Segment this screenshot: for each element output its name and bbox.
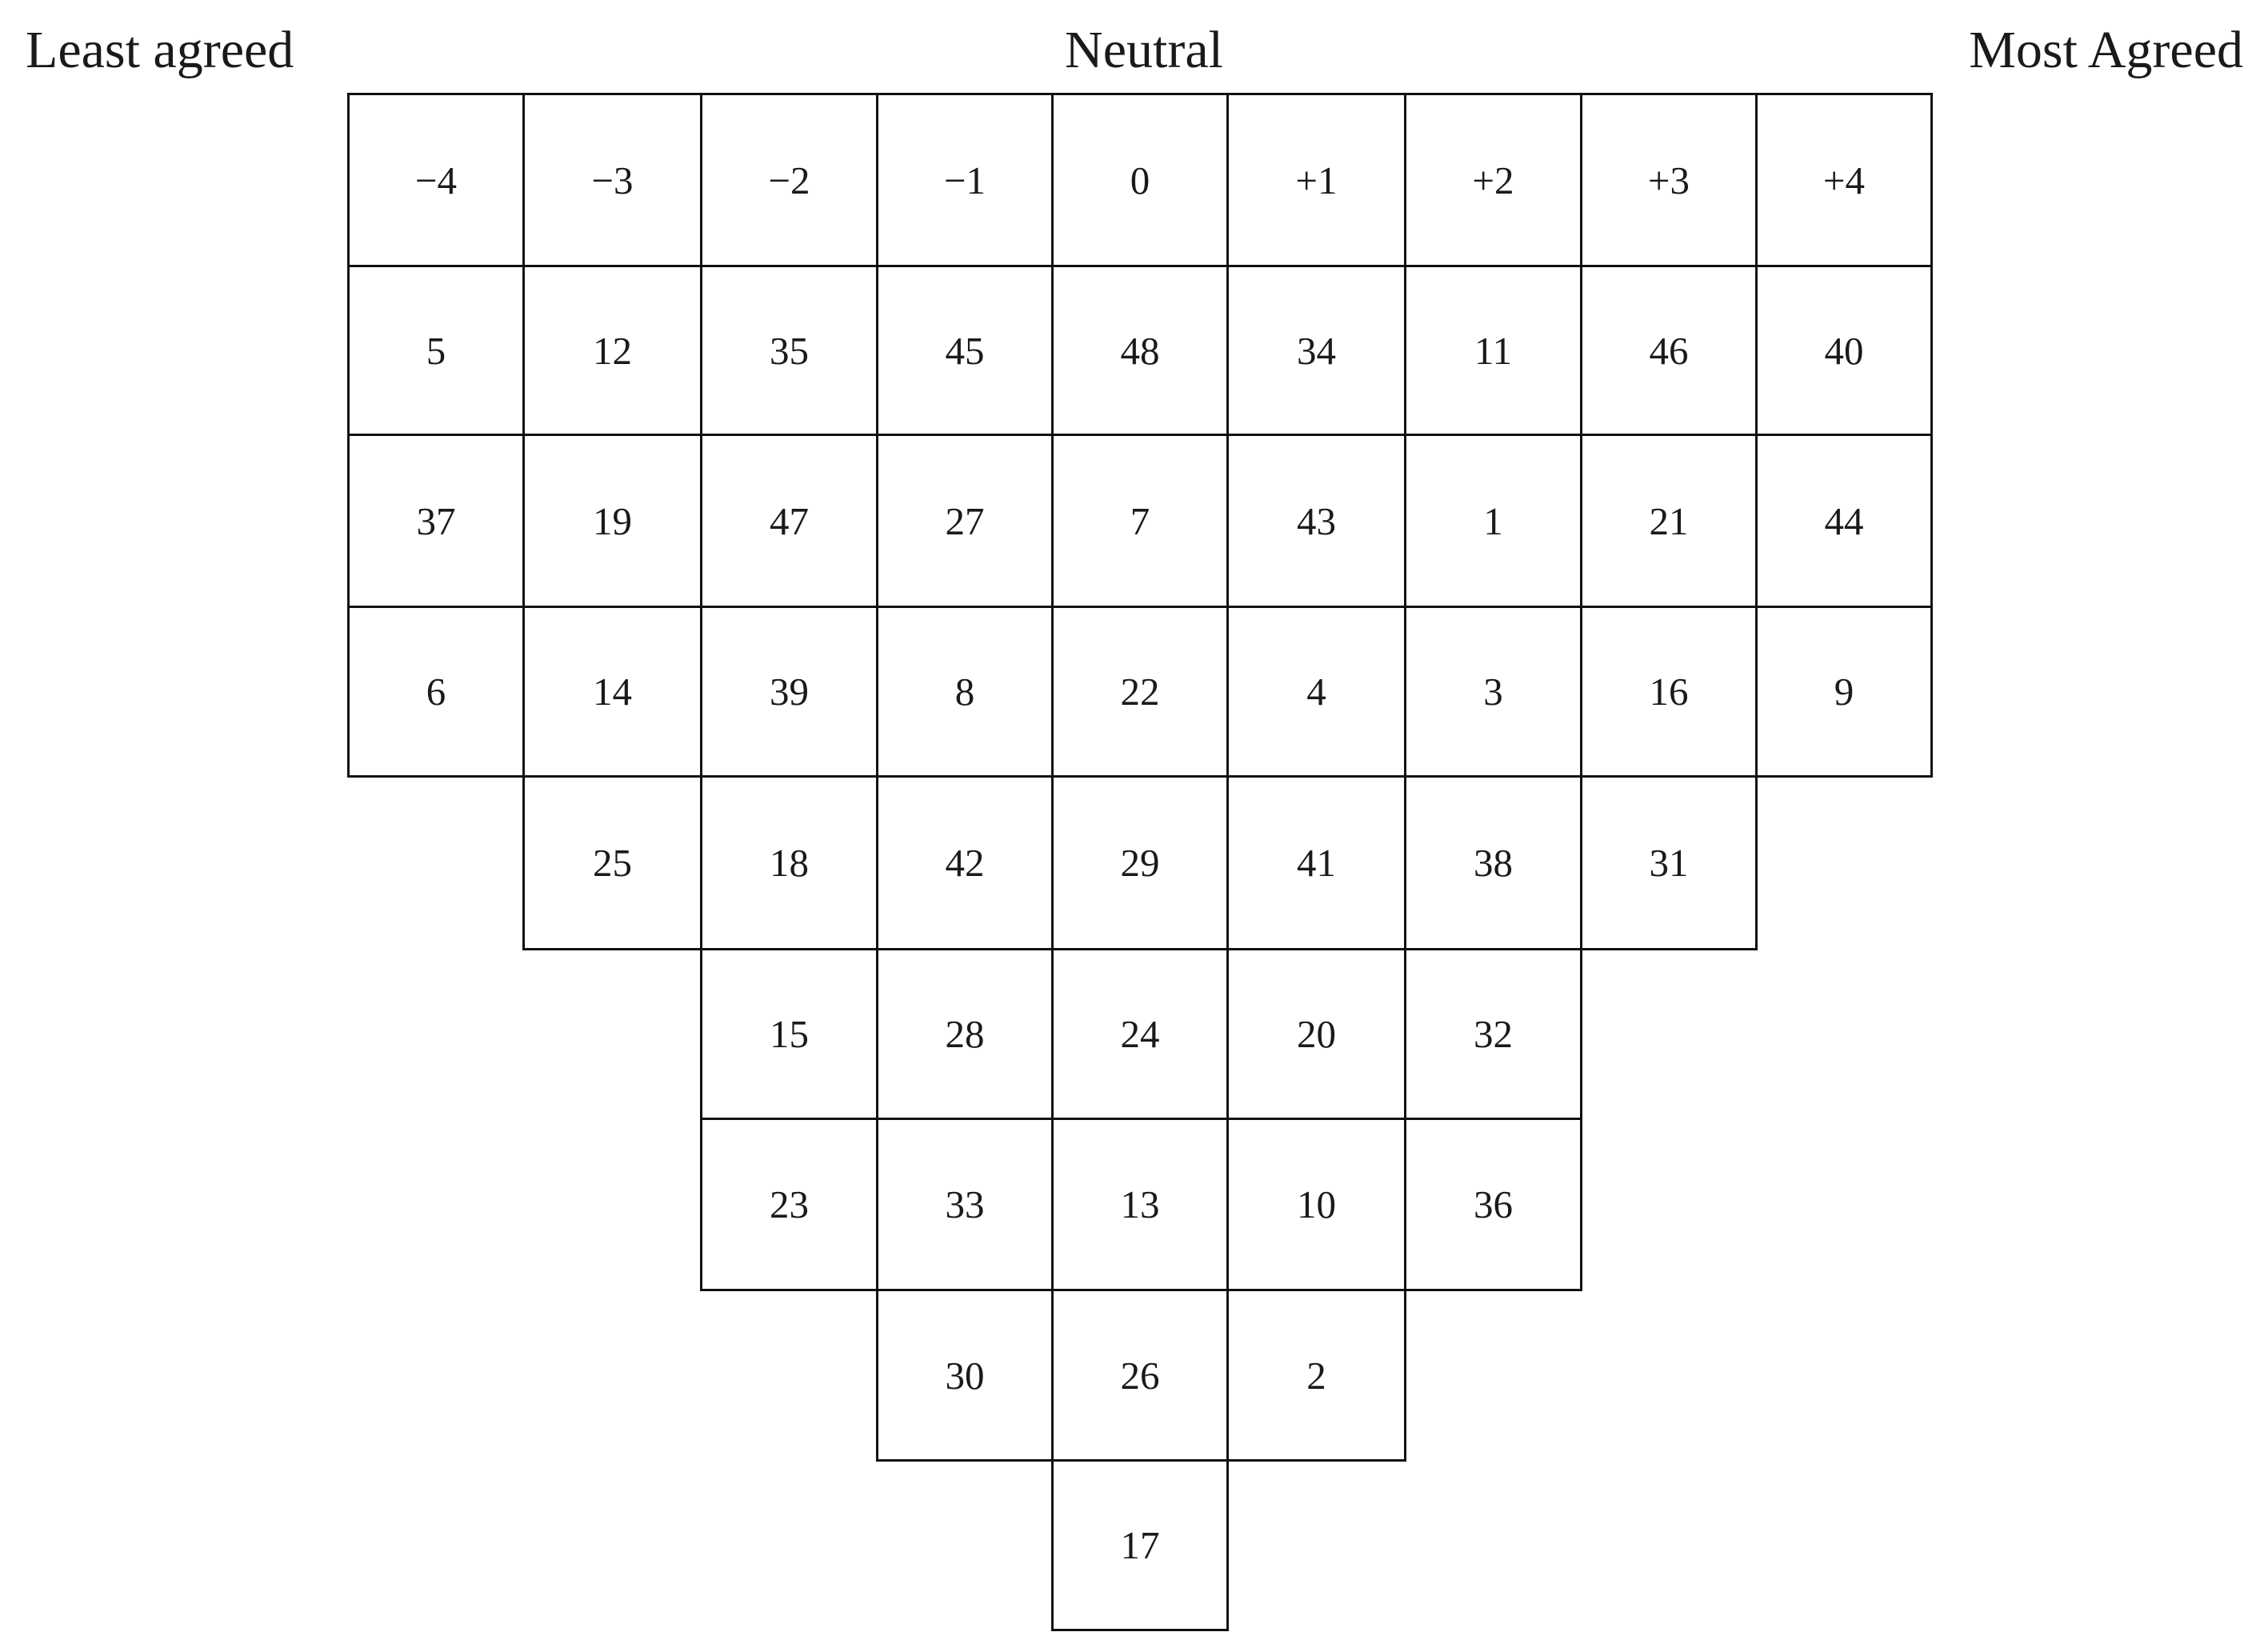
statement-cell: 29 xyxy=(1051,775,1229,950)
statement-cell: 33 xyxy=(876,1118,1054,1291)
statement-cell: 6 xyxy=(347,606,525,778)
statement-cell: 14 xyxy=(522,606,702,778)
neutral-label: Neutral xyxy=(1065,21,1223,79)
statement-cell: 39 xyxy=(700,606,878,778)
statement-cell: 10 xyxy=(1226,1118,1406,1291)
statement-cell: 3 xyxy=(1404,606,1582,778)
statement-cell: 25 xyxy=(522,775,702,950)
least-agreed-label: Least agreed xyxy=(26,21,294,79)
statement-cell: 4 xyxy=(1226,606,1406,778)
statement-cell: 28 xyxy=(876,948,1054,1120)
statement-cell: 18 xyxy=(700,775,878,950)
statement-cell: 48 xyxy=(1051,265,1229,436)
statement-cell: 27 xyxy=(876,434,1054,608)
statement-cell: 9 xyxy=(1755,606,1933,778)
statement-cell: 20 xyxy=(1226,948,1406,1120)
most-agreed-label: Most Agreed xyxy=(1969,21,2243,79)
statement-cell: 35 xyxy=(700,265,878,436)
statement-cell: 46 xyxy=(1580,265,1758,436)
statement-cell: 47 xyxy=(700,434,878,608)
score-header-cell: −4 xyxy=(347,93,525,267)
statement-cell: 43 xyxy=(1226,434,1406,608)
score-header-cell: +3 xyxy=(1580,93,1758,267)
statement-cell: 17 xyxy=(1051,1459,1229,1631)
statement-cell: 7 xyxy=(1051,434,1229,608)
statement-cell: 41 xyxy=(1226,775,1406,950)
statement-cell: 37 xyxy=(347,434,525,608)
statement-cell: 42 xyxy=(876,775,1054,950)
statement-cell: 26 xyxy=(1051,1289,1229,1462)
statement-cell: 32 xyxy=(1404,948,1582,1120)
statement-cell: 16 xyxy=(1580,606,1758,778)
statement-cell: 21 xyxy=(1580,434,1758,608)
statement-cell: 12 xyxy=(522,265,702,436)
statement-cell: 30 xyxy=(876,1289,1054,1462)
score-header-cell: −3 xyxy=(522,93,702,267)
statement-cell: 31 xyxy=(1580,775,1758,950)
statement-cell: 1 xyxy=(1404,434,1582,608)
statement-cell: 38 xyxy=(1404,775,1582,950)
statement-cell: 24 xyxy=(1051,948,1229,1120)
score-header-cell: −2 xyxy=(700,93,878,267)
statement-cell: 11 xyxy=(1404,265,1582,436)
statement-cell: 19 xyxy=(522,434,702,608)
statement-cell: 23 xyxy=(700,1118,878,1291)
score-header-cell: −1 xyxy=(876,93,1054,267)
statement-cell: 8 xyxy=(876,606,1054,778)
statement-cell: 22 xyxy=(1051,606,1229,778)
statement-cell: 45 xyxy=(876,265,1054,436)
statement-cell: 44 xyxy=(1755,434,1933,608)
statement-cell: 15 xyxy=(700,948,878,1120)
score-header-cell: +1 xyxy=(1226,93,1406,267)
statement-cell: 36 xyxy=(1404,1118,1582,1291)
score-header-cell: +2 xyxy=(1404,93,1582,267)
statement-cell: 34 xyxy=(1226,265,1406,436)
statement-cell: 13 xyxy=(1051,1118,1229,1291)
statement-cell: 40 xyxy=(1755,265,1933,436)
statement-cell: 2 xyxy=(1226,1289,1406,1462)
score-header-cell: 0 xyxy=(1051,93,1229,267)
score-header-cell: +4 xyxy=(1755,93,1933,267)
statement-cell: 5 xyxy=(347,265,525,436)
